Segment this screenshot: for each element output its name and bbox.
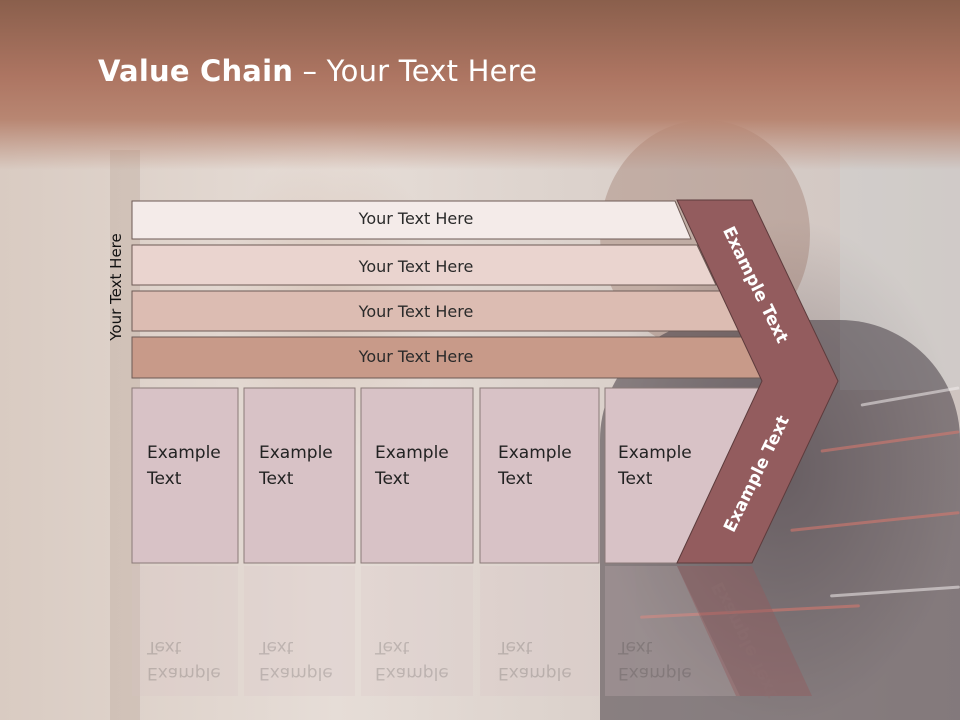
box-reflection-4: Example Text — [498, 634, 572, 686]
box-reflection-5-line2: Text — [618, 637, 653, 657]
box-reflection-2: Example Text — [259, 634, 333, 686]
box-1[interactable] — [131, 387, 239, 564]
title-band — [0, 0, 960, 170]
box-reflection-4-line1: Example — [498, 663, 572, 683]
box-reflection-3-line2: Text — [375, 637, 410, 657]
bar-2[interactable] — [131, 244, 717, 286]
chevron-arrow[interactable] — [676, 199, 839, 564]
box-reflections — [132, 566, 740, 696]
slide-title-rest: – Your Text Here — [293, 54, 538, 88]
bar-label-2: Your Text Here — [358, 257, 474, 276]
box-label-4-line1: Example — [498, 443, 572, 463]
box-reflection-5-line1: Example — [618, 663, 692, 683]
box-reflection-4-line2: Text — [498, 637, 533, 657]
box-label-3-line1: Example — [375, 443, 449, 463]
bar-label-3: Your Text Here — [358, 302, 474, 321]
box-label-5-line2: Text — [618, 469, 653, 489]
box-reflection-1: Example Text — [147, 634, 221, 686]
box-label-1-line2: Text — [147, 469, 182, 489]
bar-label-4: Your Text Here — [358, 347, 474, 366]
box-label-2-line1: Example — [259, 443, 333, 463]
box-reflection-5: Example Text — [618, 634, 692, 686]
box-4[interactable] — [479, 387, 600, 564]
box-label-4-line2: Text — [498, 469, 533, 489]
box-reflection-2-line2: Text — [259, 637, 294, 657]
box-reflection-1-line1: Example — [147, 663, 221, 683]
box-reflection-3: Example Text — [375, 634, 449, 686]
slide-title-strong: Value Chain — [98, 54, 294, 88]
box-label-2-line2: Text — [259, 469, 294, 489]
box-reflection-3-line1: Example — [375, 663, 449, 683]
box-2[interactable] — [243, 387, 356, 564]
box-reflection-2-line1: Example — [259, 663, 333, 683]
bar-1[interactable] — [131, 200, 692, 240]
box-label-3-line2: Text — [375, 469, 410, 489]
box-label-5-line1: Example — [618, 443, 692, 463]
bar-label-1: Your Text Here — [358, 209, 474, 228]
box-label-1-line1: Example — [147, 443, 221, 463]
slide-title[interactable]: Value Chain – Your Text Here — [98, 54, 537, 88]
box-reflection-1-line2: Text — [147, 637, 182, 657]
box-3[interactable] — [360, 387, 474, 564]
chevron-reflection — [677, 566, 812, 696]
